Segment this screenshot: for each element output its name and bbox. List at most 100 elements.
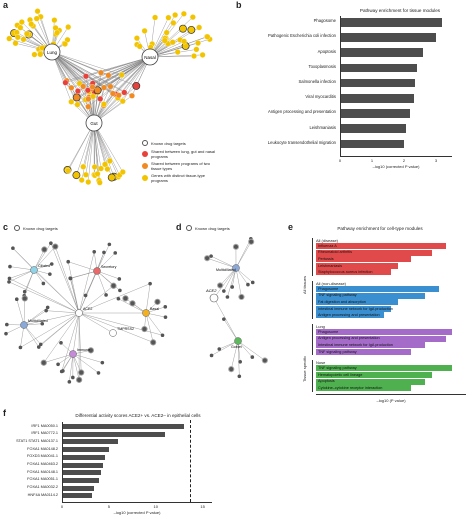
gene-node bbox=[31, 51, 38, 58]
gene-node bbox=[34, 8, 41, 15]
pathway-label: Intestinal immune network for IgA produc… bbox=[318, 306, 393, 311]
tissue-network: Lung Nasal Gut bbox=[6, 8, 213, 186]
legend-dot-white bbox=[142, 140, 148, 146]
pathway-category-label: Leishmaniasis bbox=[309, 124, 336, 130]
pathway-bar bbox=[316, 262, 398, 269]
gene-node bbox=[193, 46, 200, 53]
pathway-label: Influenza A bbox=[318, 243, 337, 248]
panel-label-d: d bbox=[176, 222, 182, 232]
gene-node bbox=[237, 374, 242, 379]
ace2-hub bbox=[75, 309, 83, 317]
gene-node bbox=[17, 24, 24, 31]
pathway-label: Rheumatoid arthritis bbox=[318, 250, 352, 255]
legend-dot-white bbox=[14, 225, 20, 231]
pathway-bar bbox=[316, 312, 385, 319]
panel-c-legend: Known drug targets bbox=[14, 225, 58, 231]
gene-node bbox=[12, 40, 19, 47]
gene-node bbox=[209, 353, 214, 358]
pathway-bar bbox=[340, 109, 411, 118]
tf-motif-category-label: IRF1 MA0772.1 bbox=[31, 431, 58, 436]
pathway-label: Leishmaniasis bbox=[318, 263, 343, 268]
tf-motif-x-axis bbox=[62, 502, 212, 503]
gene-node bbox=[222, 317, 226, 321]
legend-dot-white bbox=[186, 225, 192, 231]
gene-node bbox=[89, 84, 96, 90]
tmprss2-hub-label: TMPRSS2 bbox=[117, 327, 134, 331]
pathway-bar bbox=[316, 372, 432, 378]
pathway-category-label: Pathogenic Escherichia coli infection bbox=[268, 33, 336, 39]
secretory-hub bbox=[93, 267, 101, 275]
gene-node bbox=[84, 87, 91, 94]
panel-a: a Lung Nasal Gut Known drug targets Shar… bbox=[0, 0, 228, 200]
gene-node bbox=[52, 243, 59, 250]
pathway-bar bbox=[316, 378, 426, 385]
gene-node bbox=[41, 281, 46, 286]
gene-node bbox=[248, 238, 255, 245]
lung-hub-label: Lung bbox=[47, 50, 58, 55]
tf-motif-category-label: HNF4A MA0114.2 bbox=[27, 492, 58, 497]
gene-node bbox=[98, 165, 104, 172]
gene-node bbox=[90, 93, 97, 100]
ciliated-hub bbox=[30, 266, 38, 274]
gene-node bbox=[7, 276, 12, 281]
gene-node bbox=[51, 17, 58, 24]
gene-node bbox=[261, 357, 268, 364]
gene-node bbox=[119, 98, 126, 105]
tf-motif-category-label: IRF1 MA0050.1 bbox=[31, 423, 58, 428]
gene-node bbox=[191, 53, 197, 59]
gene-node bbox=[204, 255, 211, 262]
panel-e-x-axis bbox=[316, 393, 466, 395]
multicilliated-label: Multicilliated bbox=[216, 268, 236, 272]
gene-node bbox=[72, 171, 81, 180]
gene-node bbox=[107, 242, 112, 247]
group-label: Lung bbox=[316, 324, 325, 329]
pathway-label: Phagosome bbox=[318, 329, 339, 334]
pathway-tick-label: 1 bbox=[370, 157, 374, 163]
gene-node bbox=[38, 342, 43, 347]
tmprss2-hub bbox=[109, 329, 117, 337]
gene-node bbox=[74, 88, 81, 95]
tf-motif-bar bbox=[62, 462, 104, 468]
gene-node bbox=[45, 305, 50, 310]
goblet-label: Goblet bbox=[231, 345, 242, 349]
ace2-hub-label: ACE2 bbox=[83, 307, 92, 311]
pathway-category-label: Phagosome bbox=[313, 18, 336, 24]
gene-node bbox=[96, 371, 101, 375]
gene-node bbox=[217, 347, 222, 351]
gene-node bbox=[22, 289, 27, 294]
pathway-bar bbox=[316, 249, 432, 256]
gene-node bbox=[97, 69, 104, 76]
pathway-bar bbox=[316, 243, 446, 249]
gene-node bbox=[169, 39, 176, 46]
tf-motif-tick-label: 0 bbox=[60, 504, 64, 509]
legend-item-distinct: Genes with distinct tissue-type programs bbox=[142, 173, 221, 183]
legend-text: Shared between programs of two tissue ty… bbox=[151, 161, 210, 171]
tf-motif-category-label: FOXA1 MA0463.2 bbox=[27, 462, 58, 466]
gene-node bbox=[49, 262, 54, 266]
gene-node bbox=[238, 360, 242, 364]
tf-motif-bar bbox=[62, 424, 184, 429]
gene-node bbox=[8, 264, 12, 269]
gene-node bbox=[110, 282, 117, 289]
side-label-all-tissues: All tissues bbox=[302, 275, 307, 294]
pathway-bar bbox=[340, 139, 404, 149]
pathway-tick-label: 2 bbox=[402, 157, 406, 163]
pathway-bar bbox=[316, 299, 398, 306]
tf-motif-y-axis bbox=[62, 422, 63, 502]
multicilliated-hub bbox=[232, 264, 240, 272]
legend-item-known-targets: Known drug targets bbox=[142, 140, 186, 146]
gene-node bbox=[85, 179, 92, 185]
tf-motif-category-label: FOXA1 MA0032.2 bbox=[27, 485, 58, 490]
pathway-label: Staphylococcus aureus infection bbox=[318, 270, 373, 275]
gene-node bbox=[56, 362, 60, 367]
pathway-bar bbox=[340, 18, 443, 27]
gene-node bbox=[6, 35, 13, 42]
gene-node bbox=[187, 25, 196, 34]
gene-node bbox=[196, 24, 203, 31]
pathway-tick-label: 3 bbox=[434, 157, 438, 163]
ciliated-hub-label: Ciliated bbox=[38, 264, 50, 268]
gene-node bbox=[82, 171, 89, 178]
gene-node bbox=[4, 331, 8, 336]
